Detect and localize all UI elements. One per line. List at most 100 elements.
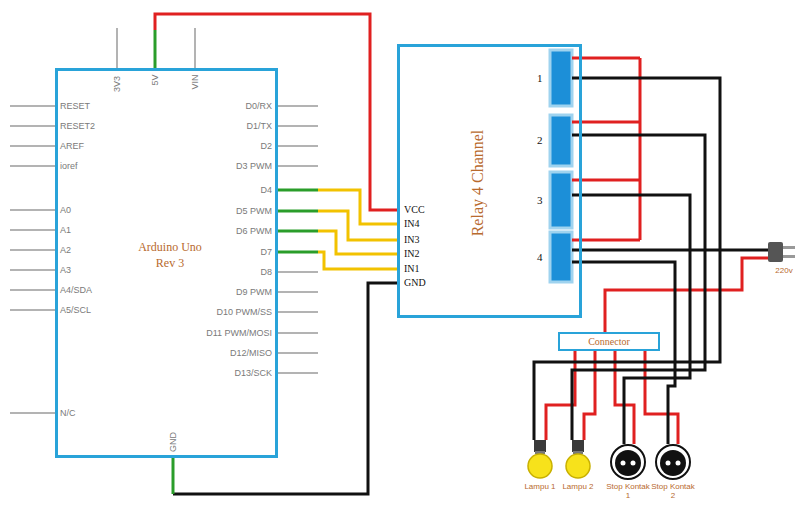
node-text: Relay 4 Channel [467, 130, 489, 237]
pin-label: D13/SCK [234, 369, 272, 378]
channel-number: 1 [537, 73, 543, 84]
node-text: Stop Kontak 2 [651, 482, 695, 500]
lamp: Lampu 1 [522, 440, 558, 491]
outlet-icon [651, 444, 695, 480]
pin-label: D10 PWM/SS [216, 308, 272, 317]
pin-label: IN1 [404, 264, 420, 274]
lamp-icon [560, 440, 596, 480]
node-text: Stop Kontak 1 [606, 482, 650, 500]
wire [582, 250, 768, 251]
channel-number: 2 [537, 135, 543, 146]
outlet-icon-part [631, 461, 636, 466]
node-text: Connector [588, 337, 630, 347]
common-bus [572, 58, 640, 240]
pin-label: IN3 [404, 235, 420, 245]
pin-label: D9 PWM [236, 288, 272, 297]
wire [582, 195, 690, 444]
pin-label: D6 PWM [236, 227, 272, 236]
pin-label: D8 [260, 268, 272, 277]
outlet-icon-part [660, 450, 686, 476]
pin-label: A2 [60, 246, 71, 255]
pin-label: IN4 [404, 219, 420, 229]
channel-number: 3 [537, 195, 543, 206]
outlet-icon-part [615, 450, 641, 476]
pin-label: A5/SCL [60, 306, 91, 315]
pin-wire [154, 30, 157, 68]
lamp-icon [560, 440, 596, 480]
channel-number: 4 [537, 252, 543, 263]
wire [278, 190, 397, 224]
mains-plug: 220v [768, 240, 800, 275]
wire-segment [318, 252, 397, 269]
wire-segment [584, 351, 595, 440]
pin-label: D4 [260, 186, 272, 195]
pin-label: D11 PWM/MOSI [206, 329, 272, 338]
wire [605, 258, 768, 332]
lamp-icon [522, 440, 558, 480]
wire-segment [582, 262, 675, 444]
relay-module: Relay 4 Channel [397, 44, 582, 318]
lamp-icon-part [572, 440, 584, 452]
pin-label: RESET2 [60, 122, 95, 131]
pin-label: VIN [191, 74, 200, 89]
pin-label: GND [404, 278, 426, 288]
pin-label: 3V3 [113, 76, 122, 92]
pin-wire [278, 230, 318, 233]
plug-icon-part [783, 255, 795, 258]
pin-label: IN2 [404, 249, 420, 259]
relay-switch [550, 50, 572, 106]
lamp-icon [522, 440, 558, 480]
node-text: 220v [768, 266, 800, 275]
wire-segment [173, 283, 397, 494]
pin-label: A1 [60, 226, 71, 235]
pin-label: AREF [60, 142, 84, 151]
relay-switch [550, 232, 572, 282]
pin-label: GND [169, 432, 178, 452]
wire-segment [645, 351, 678, 444]
pin-label: D7 [260, 248, 272, 257]
pin-label: VCC [404, 205, 425, 215]
outlet-icon [606, 444, 650, 480]
pin-label: 5V [151, 74, 160, 85]
pin-label: D1/TX [246, 122, 272, 131]
wire [534, 78, 720, 440]
wire [645, 351, 678, 444]
power-outlet: Stop Kontak 2 [651, 444, 695, 500]
lamp: Lampu 2 [560, 440, 596, 491]
pin-label: D0/RX [245, 102, 272, 111]
pin-wire [278, 189, 318, 192]
wire-segment [318, 190, 397, 224]
plug-icon-part [783, 246, 795, 249]
wire [582, 262, 675, 444]
wire-segment [582, 195, 690, 444]
pin-wire [278, 251, 318, 254]
outlet-icon-part [676, 461, 681, 466]
plug-icon [768, 240, 800, 264]
node-text: Lampu 1 [522, 482, 558, 491]
pin-label: D3 PWM [236, 162, 272, 171]
pin-label: D12/MISO [230, 349, 272, 358]
pin-label: A3 [60, 266, 71, 275]
pin-stub [10, 28, 318, 494]
pin-stubs [10, 28, 318, 494]
pin-label: N/C [60, 409, 76, 418]
wire-segment [318, 211, 397, 240]
pin-label: RESET [60, 102, 90, 111]
outlet-icon-part [656, 445, 690, 479]
node-text: Lampu 2 [560, 482, 596, 491]
wire [278, 231, 397, 254]
wire [173, 283, 397, 494]
plug-icon [768, 240, 800, 264]
outlet-icon-part [621, 461, 626, 466]
wire-segment [318, 231, 397, 254]
connector-box: Connector [558, 332, 660, 351]
relay-switch [550, 115, 572, 166]
wire [572, 135, 705, 440]
outlet-icon-part [611, 445, 645, 479]
pin-label: ioref [60, 162, 78, 171]
pin-label: A4/SDA [60, 286, 92, 295]
node-text: Arduino Uno Rev 3 [133, 239, 208, 271]
pin-wire [278, 210, 318, 213]
wire [278, 252, 397, 269]
